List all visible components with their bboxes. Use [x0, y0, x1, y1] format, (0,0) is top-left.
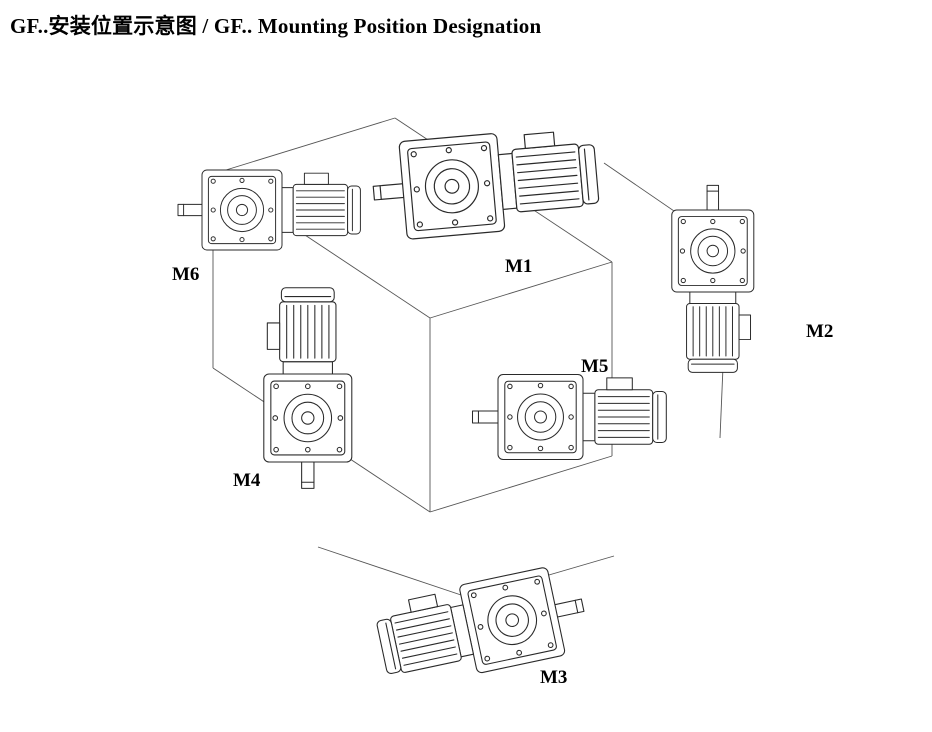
label-m5: M5 — [581, 356, 608, 377]
gearmotor-m6-drawing — [177, 169, 361, 251]
label-m1: M1 — [505, 256, 532, 277]
gearmotor-m1-drawing — [368, 124, 602, 243]
gearmotor-m4-drawing — [263, 287, 353, 489]
label-m4: M4 — [233, 470, 261, 491]
gearmotor-m2-drawing — [671, 184, 755, 373]
label-m3: M3 — [540, 667, 567, 688]
page-title: GF..安装位置示意图 / GF.. Mounting Position Des… — [10, 14, 542, 38]
label-m6: M6 — [172, 264, 199, 285]
label-m2: M2 — [806, 321, 833, 342]
gearmotor-m5-drawing — [471, 373, 667, 461]
